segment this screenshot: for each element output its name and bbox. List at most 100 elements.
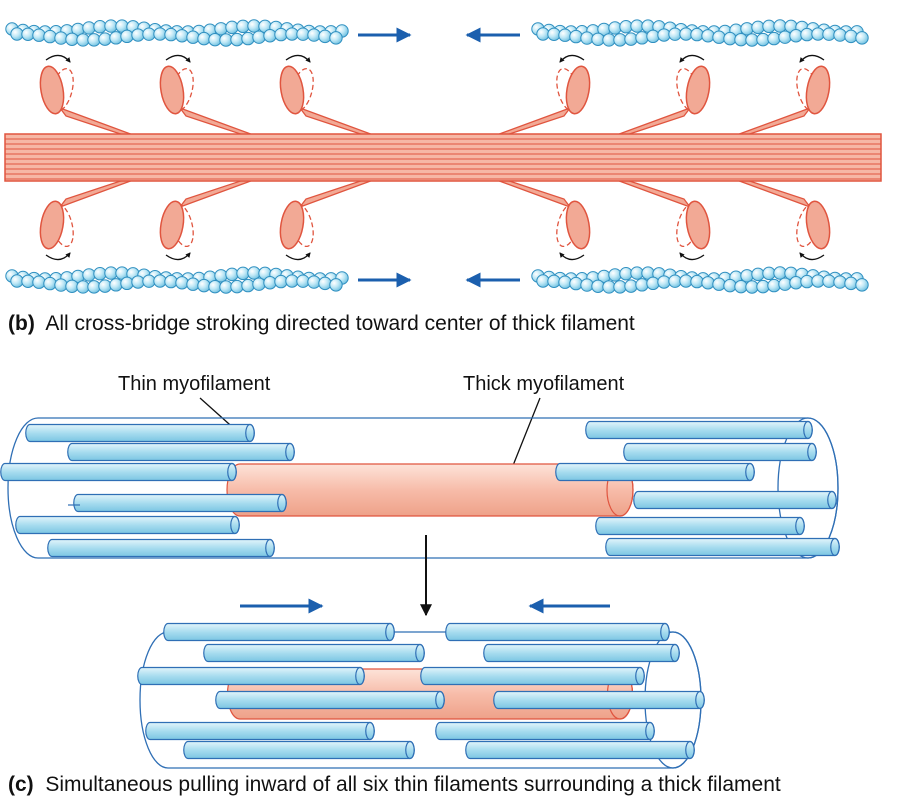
myosin-head xyxy=(805,65,831,115)
thin-rod xyxy=(585,420,813,440)
actin-bead xyxy=(701,276,715,290)
thin-rod-end xyxy=(435,690,445,710)
actin-bead xyxy=(608,21,622,35)
myosin-head xyxy=(565,200,591,250)
stroke-arrow xyxy=(679,252,705,261)
thin-rod xyxy=(183,740,415,760)
actin-bead xyxy=(263,29,277,43)
label-thin-myofilament: Thin myofilament xyxy=(118,373,271,395)
thin-rod-end xyxy=(415,643,425,663)
actin-bead xyxy=(723,31,737,46)
actin-bead xyxy=(21,27,35,41)
thin-rod xyxy=(493,690,705,710)
actin-bead xyxy=(723,278,737,293)
actin-bead xyxy=(751,20,765,35)
actin-bead xyxy=(547,274,561,288)
actin-bead xyxy=(21,274,35,288)
thin-rod-end xyxy=(285,442,295,462)
thin-rod xyxy=(633,490,837,510)
actin-bead xyxy=(214,22,228,36)
actin-bead xyxy=(855,278,869,292)
actin-bead xyxy=(197,31,211,46)
caption-c: (c) Simultaneous pulling inward of all s… xyxy=(8,773,781,797)
actin-bead xyxy=(833,28,847,42)
actin-bead xyxy=(822,274,836,288)
thin-rod xyxy=(73,493,287,513)
thin-rod-end xyxy=(227,462,237,482)
actin-bead xyxy=(87,280,101,294)
stroke-arrow xyxy=(285,54,311,63)
actin-bead xyxy=(751,267,765,282)
actin-bead xyxy=(263,276,277,290)
thin-filament-top-right xyxy=(531,19,869,47)
thin-filament-bottom-right xyxy=(531,266,869,294)
actin-bead xyxy=(833,275,847,289)
actin-bead xyxy=(241,31,255,46)
actin-bead xyxy=(756,279,770,294)
actin-bead xyxy=(701,29,715,43)
actin-bead xyxy=(32,28,46,42)
actin-bead xyxy=(120,29,134,44)
thin-rod xyxy=(0,462,237,482)
actin-bead xyxy=(252,277,266,291)
actin-bead xyxy=(558,275,572,289)
stroke-arrow xyxy=(799,54,825,63)
actin-bead xyxy=(624,279,638,293)
leader-line-thick xyxy=(511,397,541,469)
thin-rod-end xyxy=(803,420,813,440)
thin-rod-end xyxy=(277,493,287,513)
thin-rod xyxy=(420,666,645,686)
thin-rod-end xyxy=(405,740,415,760)
actin-bead xyxy=(120,276,134,291)
actin-bead xyxy=(307,275,321,289)
actin-bead xyxy=(712,30,726,44)
actin-bead xyxy=(657,275,671,289)
thin-myofilaments-relaxed xyxy=(0,420,840,558)
stroke-arrow xyxy=(679,54,705,63)
actin-bead xyxy=(54,278,68,292)
actin-bead xyxy=(98,32,112,46)
myosin-head xyxy=(159,200,185,250)
thin-rod xyxy=(623,442,817,462)
actin-bead xyxy=(569,29,583,44)
actin-bead xyxy=(329,31,343,45)
actin-bead xyxy=(175,276,189,290)
actin-bead xyxy=(197,278,211,293)
actin-bead xyxy=(778,277,792,291)
stroke-arrow xyxy=(45,54,71,63)
actin-bead xyxy=(186,277,200,291)
myosin-head xyxy=(39,65,65,115)
actin-bead xyxy=(608,268,622,282)
label-thick-myofilament: Thick myofilament xyxy=(463,373,625,395)
myosin-head xyxy=(685,200,711,250)
actin-bead xyxy=(241,278,255,293)
actin-bead xyxy=(225,267,239,282)
actin-bead xyxy=(329,278,343,292)
actin-bead xyxy=(712,277,726,291)
thin-rod-end xyxy=(830,537,840,557)
actin-bead xyxy=(296,27,310,41)
thin-rod-end xyxy=(265,538,275,558)
thin-rod-end xyxy=(827,490,837,510)
thin-rod xyxy=(595,516,805,536)
thin-rod-end xyxy=(685,740,695,760)
actin-bead xyxy=(740,269,754,283)
actin-bead xyxy=(558,28,572,42)
actin-bead xyxy=(657,28,671,42)
actin-bead xyxy=(230,279,244,294)
actin-bead xyxy=(547,27,561,41)
thin-rod-end xyxy=(695,690,705,710)
thin-rod-end xyxy=(230,515,240,535)
thin-rod-end xyxy=(670,643,680,663)
thin-rod xyxy=(215,690,445,710)
myosin-head xyxy=(159,65,185,115)
actin-bead xyxy=(98,279,112,293)
actin-bead xyxy=(613,33,627,47)
thin-rod-end xyxy=(645,721,655,741)
actin-bead xyxy=(164,274,178,289)
thin-rod-end xyxy=(245,423,255,443)
sarcomere-contracted xyxy=(137,622,705,769)
actin-bead xyxy=(296,274,310,288)
thin-rod xyxy=(435,721,655,741)
